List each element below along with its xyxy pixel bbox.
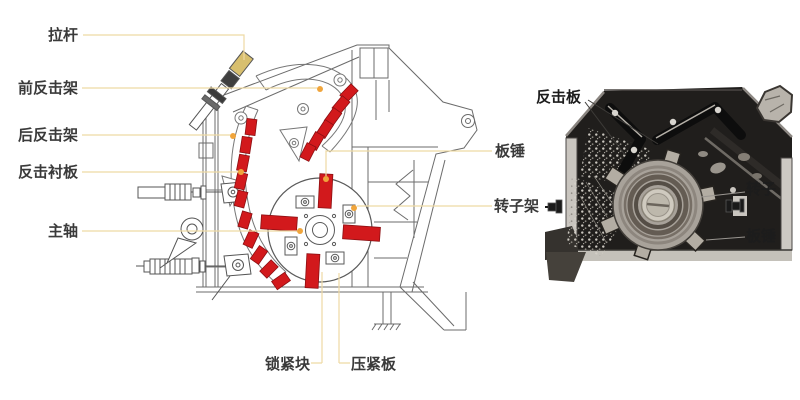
crusher-line-diagram <box>136 44 478 331</box>
label-locking-block: 锁紧块 <box>265 355 311 373</box>
main-shaft-pivot <box>159 217 204 269</box>
leader-lines <box>82 34 492 364</box>
label-main-shaft: 主轴 <box>47 222 78 240</box>
leader-dots <box>230 86 357 234</box>
photo-impact-plates <box>605 102 746 193</box>
photo-rotor-drum <box>612 159 704 251</box>
label-rotor: 转子 <box>746 180 777 198</box>
spring-assembly-lower <box>136 253 252 301</box>
blow-bars <box>260 173 381 289</box>
liner-plates-rear <box>233 118 291 291</box>
label-rear-impact-frame: 后反击架 <box>17 126 78 144</box>
label-front-impact-frame: 前反击架 <box>17 79 78 97</box>
housing-outline <box>198 44 478 293</box>
label-impact-liner-plate: 反击衬板 <box>17 163 78 181</box>
label-rotor-frame: 转子架 <box>494 197 540 215</box>
crusher-photo <box>545 84 794 282</box>
pull-rod-drawing <box>188 50 254 131</box>
spring-assembly-upper <box>137 181 246 204</box>
rotor-disc <box>267 177 373 283</box>
label-blow-bar: 板锤 <box>495 142 526 160</box>
label-impact-plate: 反击板 <box>536 88 582 106</box>
front-impact-frame-arc <box>255 63 358 163</box>
liner-plates-front <box>299 83 359 162</box>
label-pull-rod: 拉杆 <box>47 26 78 44</box>
photo-leader-lines-right <box>700 191 746 241</box>
label-pressing-plate: 压紧板 <box>351 355 397 373</box>
label-blow-bar-photo: 板锤 <box>746 227 777 245</box>
photo-shaft-bolts <box>545 196 747 216</box>
photo-leader-lines <box>584 99 659 156</box>
base-frame <box>196 281 467 331</box>
photo-rock <box>698 84 794 179</box>
